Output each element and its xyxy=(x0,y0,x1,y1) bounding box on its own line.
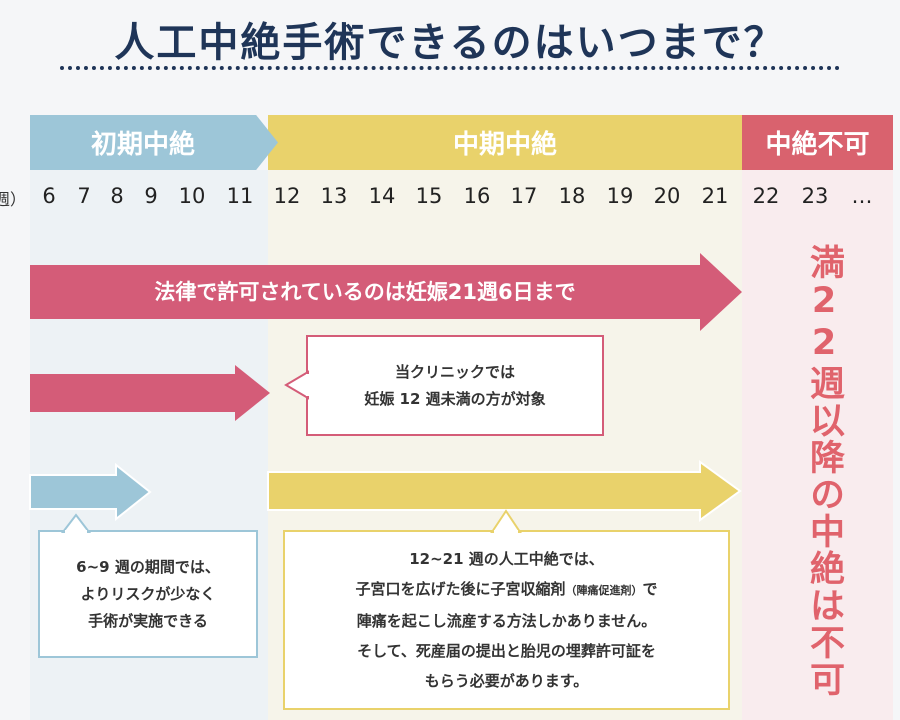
early-phase-band-shape xyxy=(30,115,278,170)
not-possible-text: 満22週以降の中絶は不可 xyxy=(804,244,844,698)
week-number: 16 xyxy=(463,184,491,208)
early-phase-label: 初期中絶 xyxy=(90,130,195,160)
early-callout: 6~9 週の期間では、 よりリスクが少なく 手術が実施できる xyxy=(38,530,258,658)
mid-callout-tail xyxy=(490,509,522,534)
legal-limit-arrow xyxy=(30,253,742,331)
clinic-callout-line: 当クリニックでは xyxy=(394,362,515,381)
clinic-callout: 当クリニックでは 妊娠 12 週未満の方が対象 xyxy=(306,335,604,436)
late-phase-label: 中絶不可 xyxy=(742,115,893,170)
mid-callout-line: 子宮口を広げた後に子宮収縮剤（陣痛促進剤）で xyxy=(285,574,728,606)
week-number: 12 xyxy=(273,184,301,208)
clinic-callout-tail xyxy=(284,370,310,400)
week-number: 19 xyxy=(606,184,634,208)
clinic-range-arrow xyxy=(30,365,270,421)
early-callout-tail xyxy=(60,513,92,534)
mid-callout-text: 子宮口を広げた後に子宮収縮剤 xyxy=(355,580,566,598)
mid-callout-line: 陣痛を起こし流産する方法しかありません。 xyxy=(356,612,657,630)
early-recommended-arrow xyxy=(29,462,152,522)
mid-callout-line: そして、死産届の提出と胎児の埋葬許可証を xyxy=(357,642,656,660)
week-number: 11 xyxy=(226,184,254,208)
week-number: 6 xyxy=(42,184,56,208)
dotted-divider xyxy=(60,66,840,70)
week-number: … xyxy=(851,184,873,208)
mid-phase-text: 中期中絶 xyxy=(452,130,557,160)
week-number: 18 xyxy=(558,184,586,208)
week-number: 8 xyxy=(110,184,124,208)
mid-phase-label: 中期中絶 xyxy=(268,115,742,170)
mid-callout-note: （陣痛促進剤） xyxy=(565,584,643,597)
week-number: 15 xyxy=(415,184,443,208)
mid-callout: 12~21 週の人工中絶では、 子宮口を広げた後に子宮収縮剤（陣痛促進剤）で 陣… xyxy=(283,530,730,710)
week-number: 13 xyxy=(320,184,348,208)
week-number: 10 xyxy=(178,184,206,208)
week-number: 14 xyxy=(368,184,396,208)
early-phase-arrow-tip xyxy=(256,115,278,170)
late-column-bg xyxy=(742,170,893,720)
week-number: 7 xyxy=(77,184,91,208)
week-number: 17 xyxy=(510,184,538,208)
page-title: 人工中絶手術できるのはいつまで？ xyxy=(114,20,786,66)
week-number: 20 xyxy=(653,184,681,208)
week-number: 21 xyxy=(701,184,729,208)
early-callout-line: よりリスクが少なく xyxy=(80,584,216,603)
mid-term-arrow xyxy=(267,460,742,522)
week-number: 23 xyxy=(801,184,829,208)
week-number: 22 xyxy=(752,184,780,208)
week-number: 9 xyxy=(144,184,158,208)
early-callout-line: 6~9 週の期間では、 xyxy=(76,557,220,576)
mid-callout-line: もらう必要があります。 xyxy=(424,672,589,690)
clinic-callout-line: 妊娠 12 週未満の方が対象 xyxy=(364,389,546,408)
legal-limit-text: 法律で許可されているのは妊娠21週6日まで xyxy=(154,280,576,304)
week-unit-label: 週） xyxy=(0,190,27,209)
early-callout-line: 手術が実施できる xyxy=(88,611,208,630)
mid-callout-text: で xyxy=(642,580,658,598)
mid-callout-line: 12~21 週の人工中絶では、 xyxy=(409,550,604,568)
